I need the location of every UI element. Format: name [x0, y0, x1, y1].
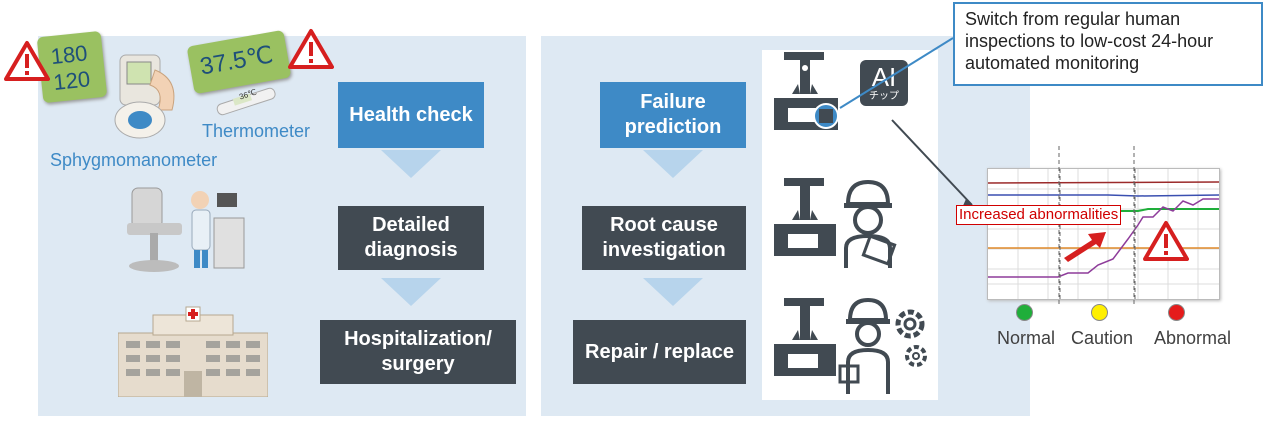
step-arrow — [381, 150, 441, 178]
legend-abnormal: Abnormal — [1154, 328, 1232, 348]
abnormal-status-dot — [1168, 304, 1185, 321]
ai-chip-icon: AI チップ — [860, 60, 908, 106]
step-root-cause-investigation: Root cause investigation — [582, 206, 746, 270]
step-repair-replace: Repair / replace — [573, 320, 746, 384]
step-hospitalization-surgery: Hospitalization/ surgery — [320, 320, 516, 384]
step-detailed-diagnosis: Detailed diagnosis — [338, 206, 484, 270]
increased-abnormalities-label: Increased abnormalities — [956, 205, 1122, 225]
thermometer-label: Thermometer — [202, 121, 311, 141]
warning-icon — [4, 40, 50, 87]
chart-divider-extension — [1058, 146, 1135, 306]
step-arrow — [381, 278, 441, 306]
machine-engineer-tablet-icon — [770, 176, 905, 270]
sphygmomanometer-icon — [110, 50, 190, 145]
trend-up-arrow-icon — [1060, 228, 1110, 269]
legend-normal: Normal — [997, 328, 1056, 348]
medical-scanner-icon — [122, 178, 252, 274]
ai-chip-sub: チップ — [869, 91, 899, 102]
thermometer-icon: 36℃ — [212, 78, 292, 118]
warning-icon — [288, 28, 334, 75]
machine-engineer-gear-icon — [770, 296, 930, 396]
step-failure-prediction: Failure prediction — [600, 82, 746, 148]
hospital-icon — [117, 305, 269, 398]
machine-with-ai-icon — [770, 50, 860, 132]
sphygmomanometer-label: Sphygmomanometer — [50, 150, 218, 170]
callout-box: Switch from regular human inspections to… — [953, 2, 1263, 86]
warning-icon — [1143, 220, 1189, 267]
step-health-check: Health check — [338, 82, 484, 148]
step-arrow — [643, 278, 703, 306]
step-arrow — [643, 150, 703, 178]
legend-caution: Caution — [1071, 328, 1134, 348]
caution-status-dot — [1091, 304, 1108, 321]
normal-status-dot — [1016, 304, 1033, 321]
